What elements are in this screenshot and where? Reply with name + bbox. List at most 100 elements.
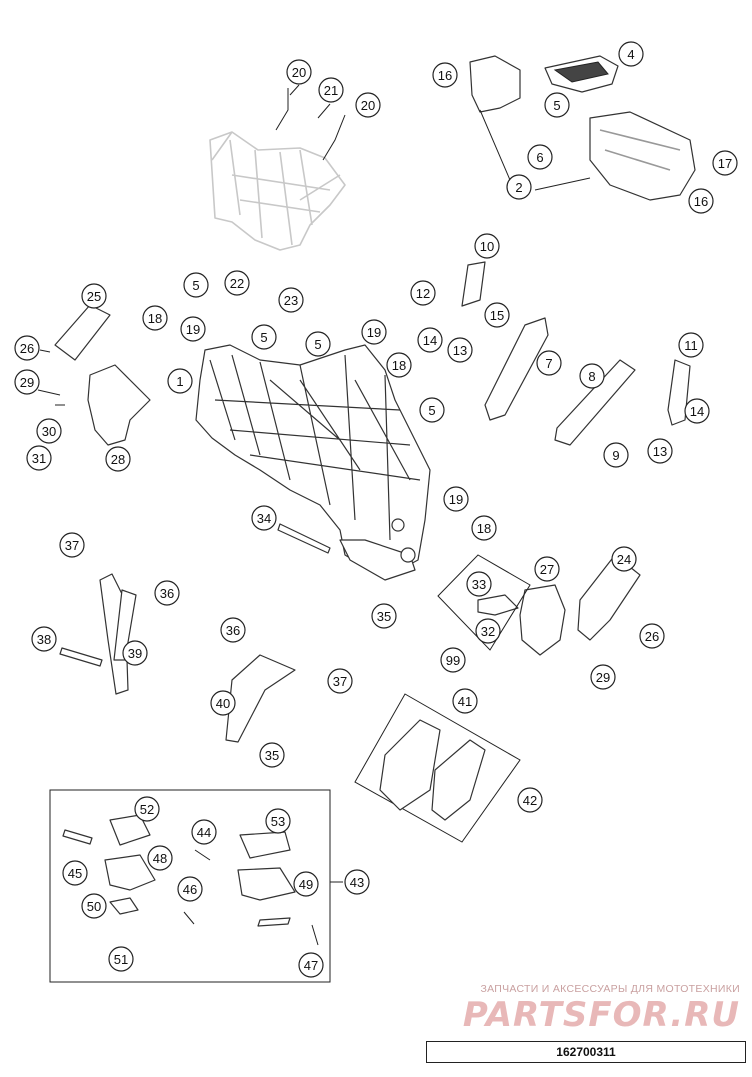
callout-23: 23 (278, 287, 304, 313)
callout-number: 27 (540, 562, 554, 577)
callout-number: 15 (490, 308, 504, 323)
callout-18: 18 (386, 352, 412, 378)
callout-29: 29 (14, 369, 40, 395)
callout-number: 7 (545, 356, 552, 371)
callout-number: 50 (87, 899, 101, 914)
callout-36: 36 (220, 617, 246, 643)
callout-44: 44 (191, 819, 217, 845)
callout-16: 16 (432, 62, 458, 88)
callout-number: 34 (257, 511, 271, 526)
callout-39: 39 (122, 640, 148, 666)
callout-number: 5 (192, 278, 199, 293)
side-stand-assembly (59, 523, 331, 743)
callout-53: 53 (265, 808, 291, 834)
callout-circle (183, 272, 209, 298)
callout-51: 51 (108, 946, 134, 972)
callout-number: 6 (536, 150, 543, 165)
callout-number: 99 (446, 653, 460, 668)
callout-number: 37 (333, 674, 347, 689)
reference-frame-outline (209, 131, 346, 251)
callout-circle (712, 150, 738, 176)
callout-26: 26 (639, 623, 665, 649)
callout-circle (647, 438, 673, 464)
callout-circle (471, 515, 497, 541)
side-covers-group (354, 693, 521, 843)
callout-number: 8 (588, 369, 595, 384)
callout-number: 5 (260, 330, 267, 345)
callout-25: 25 (81, 283, 107, 309)
callout-circle (361, 319, 387, 345)
callout-number: 12 (416, 286, 430, 301)
callout-circle (355, 92, 381, 118)
callout-number: 14 (423, 333, 437, 348)
callout-36: 36 (154, 580, 180, 606)
callout-circle (36, 418, 62, 444)
callout-circle (484, 302, 510, 328)
callout-circle (386, 352, 412, 378)
callout-30: 30 (36, 418, 62, 444)
callout-circle (506, 174, 532, 200)
callout-circle (440, 647, 466, 673)
callout-10: 10 (474, 233, 500, 259)
callout-circle (81, 283, 107, 309)
callout-43: 43 (344, 869, 370, 895)
callout-48: 48 (147, 845, 173, 871)
callout-number: 5 (428, 403, 435, 418)
callout-circle (251, 505, 277, 531)
callout-number: 20 (361, 98, 375, 113)
callout-number: 19 (367, 325, 381, 340)
callout-circle (452, 688, 478, 714)
callout-35: 35 (259, 742, 285, 768)
callout-46: 46 (177, 876, 203, 902)
callout-29: 29 (590, 664, 616, 690)
callout-number: 53 (271, 814, 285, 829)
callout-49: 49 (293, 871, 319, 897)
callout-circle (417, 327, 443, 353)
callout-number: 24 (617, 552, 631, 567)
callout-15: 15 (484, 302, 510, 328)
callout-number: 28 (111, 452, 125, 467)
callout-37: 37 (327, 668, 353, 694)
callout-number: 31 (32, 451, 46, 466)
callout-32: 32 (475, 618, 501, 644)
callout-circle (410, 280, 436, 306)
callout-14: 14 (684, 398, 710, 424)
callout-18: 18 (142, 305, 168, 331)
callout-circle (678, 332, 704, 358)
callout-circle (474, 233, 500, 259)
callout-45: 45 (62, 860, 88, 886)
callout-circle (142, 305, 168, 331)
callout-number: 42 (523, 793, 537, 808)
callout-number: 18 (392, 358, 406, 373)
callout-12: 12 (410, 280, 436, 306)
watermark-subtitle: ЗАПЧАСТИ И АКСЕССУАРЫ ДЛЯ МОТОТЕХНИКИ (480, 983, 740, 995)
callout-number: 38 (37, 632, 51, 647)
callout-circle (639, 623, 665, 649)
callout-41: 41 (452, 688, 478, 714)
callout-number: 16 (694, 194, 708, 209)
callout-number: 35 (265, 748, 279, 763)
right-side-levers (461, 261, 691, 446)
callout-circle (536, 350, 562, 376)
callout-number: 41 (458, 694, 472, 709)
callout-20: 20 (286, 59, 312, 85)
callout-number: 30 (42, 424, 56, 439)
callout-number: 48 (153, 851, 167, 866)
callout-31: 31 (26, 445, 52, 471)
callout-number: 18 (477, 521, 491, 536)
callout-circle (603, 442, 629, 468)
callout-circle (544, 92, 570, 118)
callout-circle (327, 668, 353, 694)
callout-13: 13 (447, 337, 473, 363)
callout-5: 5 (183, 272, 209, 298)
callout-9: 9 (603, 442, 629, 468)
callout-circle (259, 742, 285, 768)
callout-circle (191, 819, 217, 845)
callout-38: 38 (31, 626, 57, 652)
callout-number: 5 (553, 98, 560, 113)
callout-22: 22 (224, 270, 250, 296)
callout-24: 24 (611, 546, 637, 572)
callout-18: 18 (471, 515, 497, 541)
callout-circle (443, 486, 469, 512)
